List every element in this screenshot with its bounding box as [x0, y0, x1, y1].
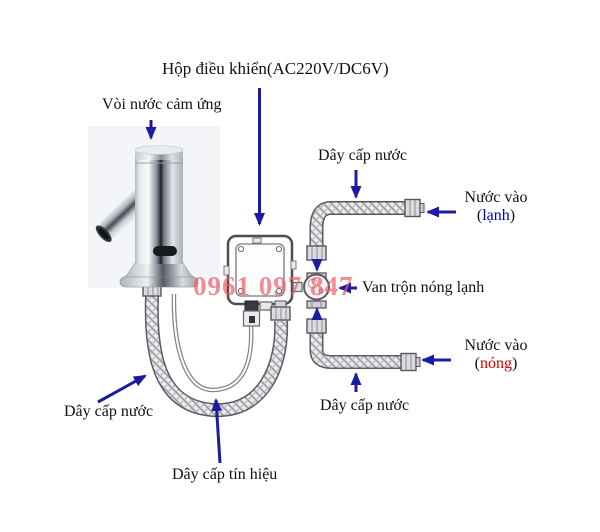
cold-word: lạnh [482, 207, 510, 225]
label-supply-hose-bottom: Dây cấp nước [320, 397, 410, 414]
label-mixing-valve: Van trộn nóng lạnh [362, 279, 485, 296]
paren-open: ( [476, 207, 483, 225]
label-control-box: Hộp điều khiển(AC220V/DC6V) [162, 59, 389, 78]
arrow-left-hose [97, 374, 147, 404]
supply-hose-left-loop [144, 295, 289, 418]
cold-hose-inlet-nut [404, 198, 425, 218]
faucet-sensor-window [153, 246, 177, 256]
cold-supply-hose [306, 198, 425, 261]
label-signal-cable: Dây cấp tín hiệu [172, 466, 278, 483]
watermark-phone-number: 0961 097 847 [193, 271, 354, 301]
hot-hose-inlet-nut [400, 352, 421, 372]
signal-cable-loop [171, 293, 254, 393]
control-box-hose-nut [270, 300, 291, 321]
paren-open: ( [474, 355, 480, 373]
cold-hose-valve-nut [306, 245, 327, 261]
arrow-signal-cable [211, 398, 223, 464]
signal-plug [242, 300, 261, 327]
hot-word: nóng [480, 355, 512, 373]
annotation-arrows [97, 88, 456, 464]
water-in-hot-text: Nước vào [464, 337, 528, 354]
hot-hose-valve-nut [306, 318, 327, 334]
paren-close: ) [512, 355, 518, 373]
paren-close: ) [509, 207, 516, 225]
label-water-in-cold: Nước vào (lạnh) [448, 189, 544, 226]
control-box-port [259, 301, 273, 311]
label-supply-hose-left: Dây cấp nước [64, 403, 154, 420]
label-supply-hose-top: Dây cấp nước [318, 147, 408, 164]
sensor-faucet [95, 145, 199, 288]
mixing-valve [292, 272, 330, 309]
hot-supply-hose [306, 318, 421, 372]
label-sensor-faucet: Vòi nước cảm ứng [102, 96, 222, 113]
control-box [223, 234, 297, 327]
label-water-in-hot: Nước vào (nóng) [448, 337, 544, 374]
water-in-cold-text: Nước vào [464, 189, 528, 206]
